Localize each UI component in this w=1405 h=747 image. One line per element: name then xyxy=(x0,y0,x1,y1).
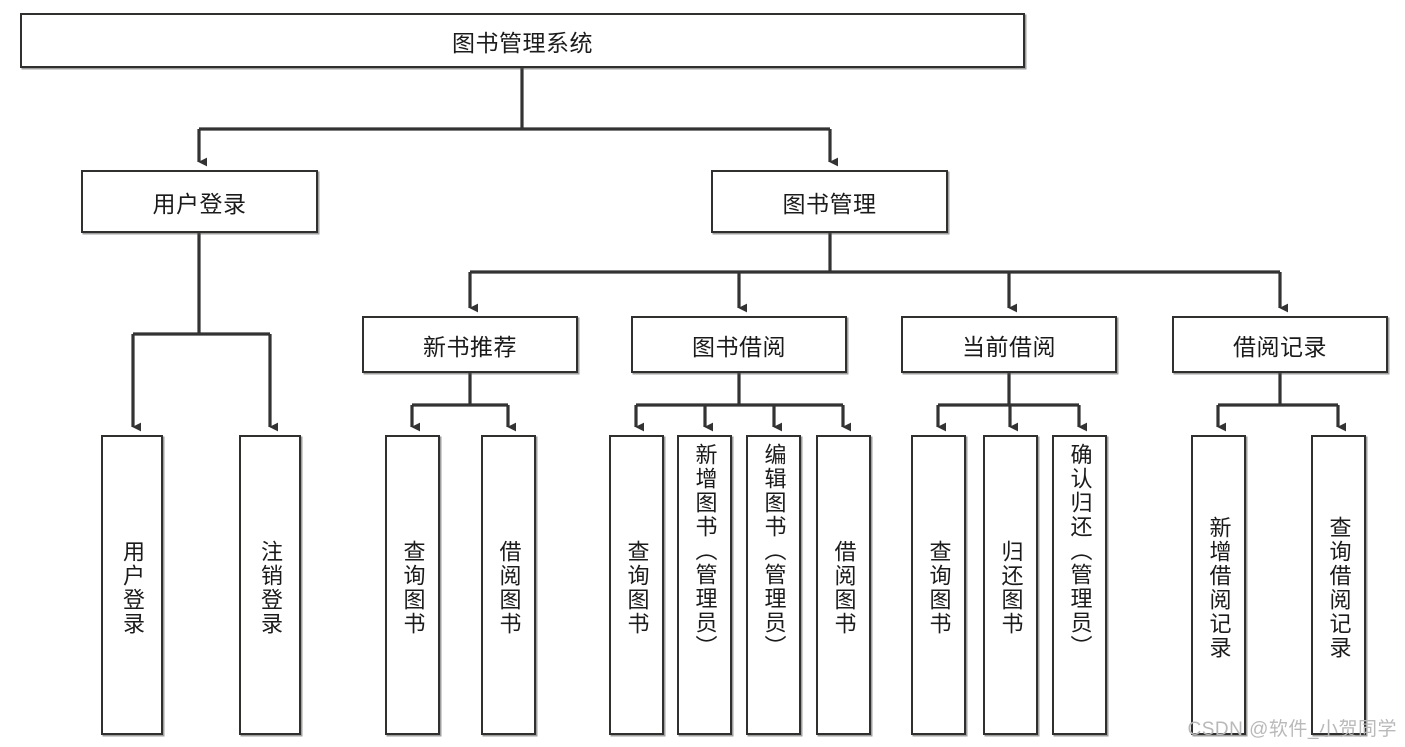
node-book-borrow[interactable]: 图书借阅 xyxy=(631,316,847,373)
node-leaf-return-book[interactable]: 归还图书 xyxy=(983,435,1038,735)
node-leaf-query-book-1[interactable]: 查询图书 xyxy=(385,435,440,735)
node-label: 编辑图书（管理员） xyxy=(761,443,787,659)
node-root-图书管理系统[interactable]: 图书管理系统 xyxy=(20,13,1025,68)
node-leaf-query-book-2[interactable]: 查询图书 xyxy=(609,435,664,735)
node-leaf-borrow-book-2[interactable]: 借阅图书 xyxy=(816,435,871,735)
node-leaf-user-logout[interactable]: 注销登录 xyxy=(239,435,301,735)
node-book-manage[interactable]: 图书管理 xyxy=(711,170,948,233)
node-label: 用户登录 xyxy=(119,540,145,636)
node-new-book-recommend[interactable]: 新书推荐 xyxy=(362,316,578,373)
node-label: 用户登录 xyxy=(152,190,247,217)
node-label: 借阅记录 xyxy=(1233,333,1327,360)
node-leaf-query-borrow-record[interactable]: 查询借阅记录 xyxy=(1311,435,1366,735)
node-leaf-add-borrow-record[interactable]: 新增借阅记录 xyxy=(1191,435,1246,735)
node-label: 注销登录 xyxy=(257,540,283,636)
node-label: 归还图书 xyxy=(998,540,1024,636)
node-leaf-confirm-return-admin[interactable]: 确认归还（管理员） xyxy=(1052,435,1107,735)
node-label: 查询借阅记录 xyxy=(1326,516,1352,660)
node-leaf-borrow-book-1[interactable]: 借阅图书 xyxy=(481,435,536,735)
node-label: 图书管理 xyxy=(782,190,877,217)
node-label: 确认归还（管理员） xyxy=(1067,443,1093,659)
node-leaf-query-book-3[interactable]: 查询图书 xyxy=(911,435,966,735)
node-borrow-record[interactable]: 借阅记录 xyxy=(1172,316,1388,373)
node-label: 查询图书 xyxy=(624,540,650,636)
node-leaf-user-login[interactable]: 用户登录 xyxy=(101,435,163,735)
node-label: 新增图书（管理员） xyxy=(692,443,718,659)
node-current-borrow[interactable]: 当前借阅 xyxy=(901,316,1117,373)
node-label: 查询图书 xyxy=(926,540,952,636)
node-leaf-edit-book-admin[interactable]: 编辑图书（管理员） xyxy=(746,435,801,735)
node-label: 图书管理系统 xyxy=(452,29,593,56)
node-label: 新书推荐 xyxy=(423,333,517,360)
node-label: 当前借阅 xyxy=(962,333,1056,360)
node-label: 借阅图书 xyxy=(831,540,857,636)
node-leaf-add-book-admin[interactable]: 新增图书（管理员） xyxy=(677,435,732,735)
node-label: 图书借阅 xyxy=(692,333,786,360)
node-label: 查询图书 xyxy=(400,540,426,636)
node-label: 借阅图书 xyxy=(496,540,522,636)
node-label: 新增借阅记录 xyxy=(1206,516,1232,660)
node-user-login[interactable]: 用户登录 xyxy=(81,170,318,233)
csdn-watermark: CSDN @软件_小贺同学 xyxy=(1187,719,1397,740)
